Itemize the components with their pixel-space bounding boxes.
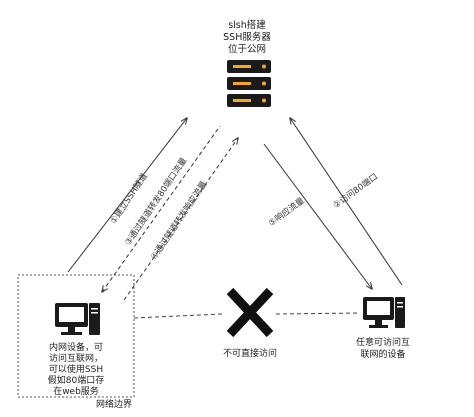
network-boundary-label: 网络边界 bbox=[96, 398, 132, 410]
intranet-desc-line-3: 可以使用SSH bbox=[49, 363, 103, 375]
blocked-link-right bbox=[275, 312, 361, 315]
external-desc-line-2: 联网的设备 bbox=[360, 348, 405, 360]
external-computer-icon bbox=[363, 297, 405, 328]
network-boundary-box bbox=[17, 274, 135, 398]
intranet-desc-line-2: 访问互联网， bbox=[49, 352, 103, 364]
arrow-5-label: ⑤响应流量 bbox=[266, 195, 307, 229]
blocked-link-left bbox=[133, 313, 223, 319]
intranet-desc-line-5: 在web服务 bbox=[53, 385, 99, 397]
arrow-5-response bbox=[263, 143, 372, 289]
server-title-line-3: 位于公网 bbox=[228, 43, 266, 55]
server-icon bbox=[227, 60, 271, 107]
intranet-desc-line-1: 内网设备，可 bbox=[49, 341, 103, 353]
arrow-1-ssh-tunnel bbox=[67, 118, 187, 273]
cross-icon bbox=[226, 287, 274, 338]
arrow-2-access-port80 bbox=[290, 118, 403, 286]
external-desc-line-1: 任意可访问互 bbox=[356, 336, 410, 348]
blocked-label: 不可直接访问 bbox=[223, 347, 277, 359]
arrow-4-forward-response bbox=[123, 138, 238, 301]
server-title-line-2: SSH服务器 bbox=[223, 31, 271, 43]
arrow-3-forward-port80 bbox=[102, 125, 221, 292]
intranet-computer-icon bbox=[55, 303, 100, 335]
intranet-desc-line-4: 假如80端口存 bbox=[48, 374, 104, 386]
server-title-line-1: slsh搭建 bbox=[228, 19, 266, 31]
